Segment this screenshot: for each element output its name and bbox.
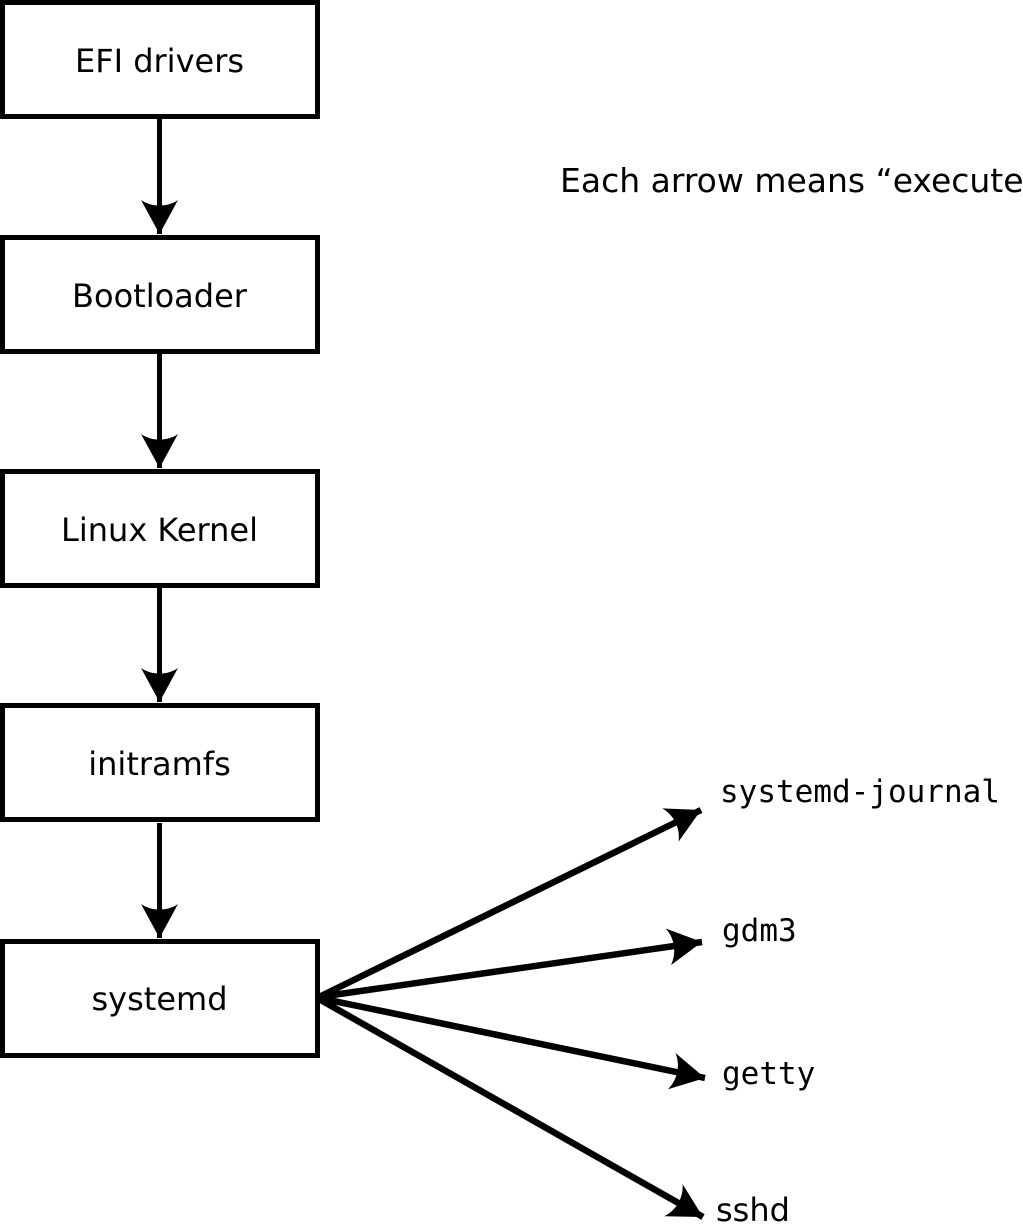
- node-efi-drivers-box: [0, 0, 320, 119]
- process-systemd-journal-label: systemd-journal: [720, 774, 1000, 810]
- node-efi-drivers-label: EFI drivers: [75, 42, 244, 80]
- process-sshd-label: sshd: [716, 1191, 790, 1229]
- node-initramfs: initramfs: [0, 703, 320, 822]
- node-initramfs-label: initramfs: [88, 745, 230, 783]
- node-efi-drivers: EFI drivers: [0, 0, 320, 119]
- node-linux-kernel-box: [0, 469, 320, 588]
- arrow-meaning-note: Each arrow means “executes”.: [560, 161, 1023, 200]
- edge-systemd-to-gdm3: [318, 928, 703, 1001]
- process-gdm3-label: gdm3: [722, 913, 797, 949]
- node-linux-kernel-label: Linux Kernel: [61, 511, 258, 549]
- node-bootloader: Bootloader: [0, 235, 320, 354]
- node-bootloader-label: Bootloader: [72, 277, 248, 315]
- node-initramfs-box: [0, 703, 320, 822]
- node-systemd: systemd: [0, 939, 320, 1058]
- edge-systemd-to-getty: [318, 994, 706, 1090]
- node-linux-kernel: Linux Kernel: [0, 469, 320, 588]
- node-systemd-box: [0, 939, 320, 1058]
- node-systemd-label: systemd: [92, 980, 228, 1018]
- process-getty-label: getty: [722, 1056, 815, 1092]
- node-bootloader-box: [0, 235, 320, 354]
- edge-systemd-to-sshd: [317, 996, 705, 1220]
- edge-systemd-to-journal: [317, 807, 703, 1000]
